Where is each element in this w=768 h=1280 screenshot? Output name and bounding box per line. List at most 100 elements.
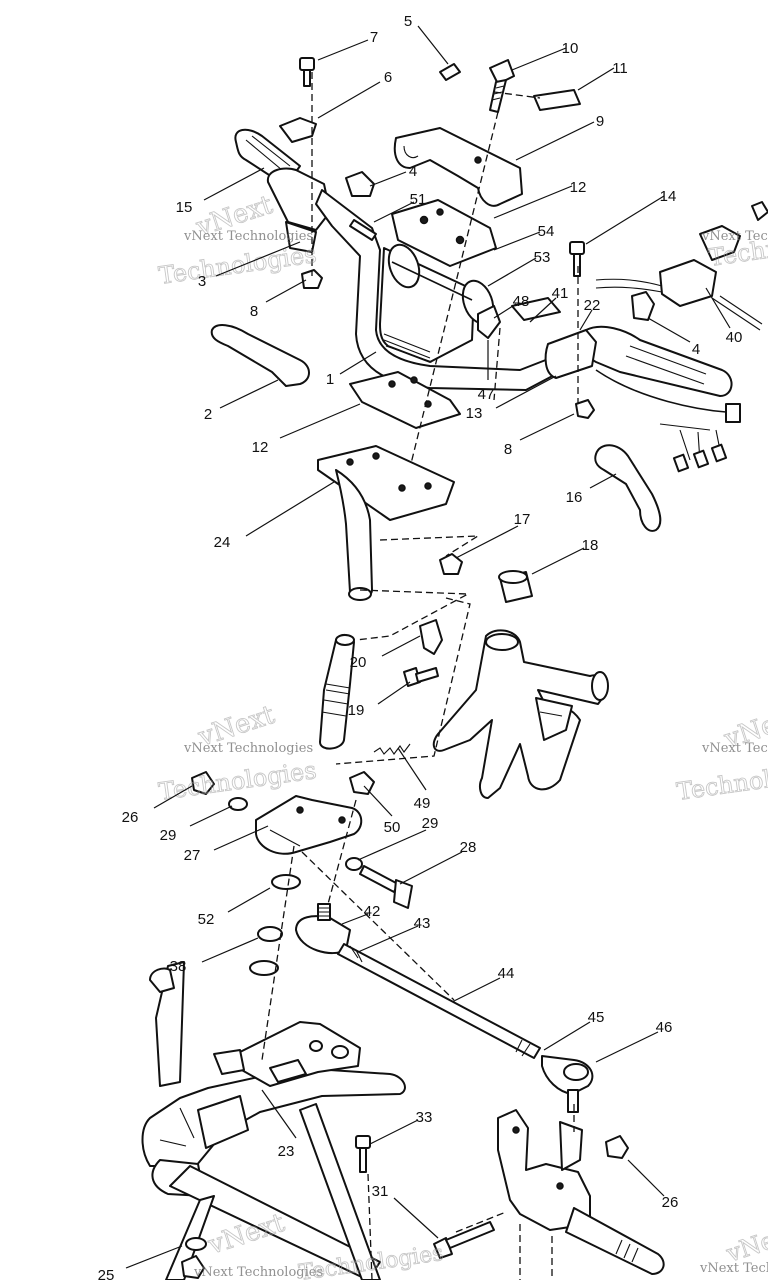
left-switch-housing xyxy=(266,167,331,231)
leader-line xyxy=(245,481,335,537)
callout-c17: 17 xyxy=(455,511,530,559)
callout-c26a: 26 xyxy=(122,785,193,826)
svg-text:Technologies: Technologies xyxy=(675,756,768,806)
leader-line xyxy=(317,39,369,61)
leader-line xyxy=(627,1159,665,1197)
part-number-label: 3 xyxy=(198,273,206,290)
callout-c52: 52 xyxy=(198,887,271,928)
spindle xyxy=(497,1109,665,1275)
tie-rod-end-inner xyxy=(295,903,351,955)
callout-c11: 11 xyxy=(577,60,628,91)
nut-25 xyxy=(181,1255,205,1279)
part-number-label: 26 xyxy=(662,1194,679,1211)
part-number-label: 9 xyxy=(596,113,604,130)
leader-line xyxy=(357,829,427,861)
callout-c12a: 12 xyxy=(493,179,586,219)
callout-c22: 22 xyxy=(579,297,601,331)
leader-line xyxy=(455,525,519,559)
washer-25 xyxy=(185,1237,207,1251)
callout-c38: 38 xyxy=(170,937,259,975)
part-number-label: 48 xyxy=(513,293,530,310)
tie-rod-end-outer xyxy=(541,1055,594,1113)
leader-line xyxy=(369,171,407,187)
callout-c45: 45 xyxy=(543,1009,604,1051)
leader-line xyxy=(579,309,593,331)
leader-line xyxy=(203,167,265,201)
wiring-harness xyxy=(595,369,741,473)
part-number-label: 22 xyxy=(584,297,601,314)
part-number-label: 24 xyxy=(214,534,231,551)
nut-26-right xyxy=(605,1135,629,1159)
part-number-label: 11 xyxy=(612,60,628,77)
part-number-label: 53 xyxy=(534,249,551,266)
throttle-housing xyxy=(544,329,597,379)
spring xyxy=(373,743,411,755)
leader-line xyxy=(381,635,421,657)
leader-line xyxy=(543,1021,591,1051)
svg-text:vNext Technologies: vNext Technologies xyxy=(701,229,768,244)
washer-38-upper xyxy=(257,926,283,942)
callout-c31: 31 xyxy=(372,1183,439,1239)
steering-shaft xyxy=(319,634,355,750)
assembly-line-spindle xyxy=(367,1104,575,1280)
callout-c33: 33 xyxy=(369,1109,433,1145)
callout-c10: 10 xyxy=(511,40,578,71)
right-brake-lever xyxy=(594,444,662,532)
callout-c43: 43 xyxy=(357,915,430,953)
part-number-label: 2 xyxy=(204,406,212,423)
leader-line xyxy=(373,201,415,223)
leader-line xyxy=(357,925,419,953)
svg-text:vNext Technologies: vNext Technologies xyxy=(699,1261,768,1276)
bushing xyxy=(498,570,533,603)
assembly-line-post xyxy=(355,589,471,641)
svg-text:vNext Technologies: vNext Technologies xyxy=(183,741,313,756)
leader-line xyxy=(369,1119,419,1145)
part-number-label: 18 xyxy=(582,537,599,554)
part-number-label: 52 xyxy=(198,911,215,928)
washer-29-left xyxy=(228,797,248,811)
leader-line xyxy=(493,185,573,219)
callout-c49: 49 xyxy=(397,747,431,812)
leader-line xyxy=(341,913,369,925)
leader-line xyxy=(487,257,537,287)
handlebar-tube xyxy=(315,189,561,391)
callout-c2: 2 xyxy=(204,379,279,423)
callout-c25: 25 xyxy=(98,1245,183,1280)
part-number-label: 33 xyxy=(416,1109,433,1126)
clip-20 xyxy=(419,619,443,655)
bolt-31 xyxy=(433,1221,495,1259)
part-number-label: 29 xyxy=(422,815,439,832)
callout-c12b: 12 xyxy=(252,403,361,456)
cable-guide xyxy=(477,305,501,339)
callout-c5: 5 xyxy=(404,13,449,65)
part-number-label: 25 xyxy=(98,1267,115,1280)
leader-line xyxy=(515,121,595,161)
part-number-label: 49 xyxy=(414,795,431,812)
callout-c27: 27 xyxy=(184,825,269,864)
callout-c40: 40 xyxy=(705,287,742,346)
front-axle-frame xyxy=(141,961,406,1280)
leader-line xyxy=(363,785,393,817)
callout-c23: 23 xyxy=(261,1089,297,1160)
pitman-arm xyxy=(255,795,363,855)
throttle-switch xyxy=(345,171,375,197)
leader-line xyxy=(201,937,259,963)
nut-17 xyxy=(439,553,463,575)
part-number-label: 38 xyxy=(170,958,187,975)
leader-line xyxy=(531,547,585,575)
callout-c44: 44 xyxy=(451,965,514,1003)
callout-c16: 16 xyxy=(566,473,617,506)
leader-line xyxy=(265,279,307,303)
leader-line xyxy=(493,303,517,319)
part-number-label: 41 xyxy=(552,285,569,302)
handlebar-top-clamp xyxy=(393,127,523,207)
callout-c1: 1 xyxy=(326,351,377,388)
part-number-label: 31 xyxy=(372,1183,389,1200)
assembly-line-post-upper xyxy=(379,535,481,557)
callout-c18: 18 xyxy=(531,537,599,575)
callout-c8b: 8 xyxy=(504,413,575,458)
part-number-label: 23 xyxy=(278,1143,295,1160)
callout-c7: 7 xyxy=(317,29,378,61)
part-number-label: 13 xyxy=(466,405,483,422)
